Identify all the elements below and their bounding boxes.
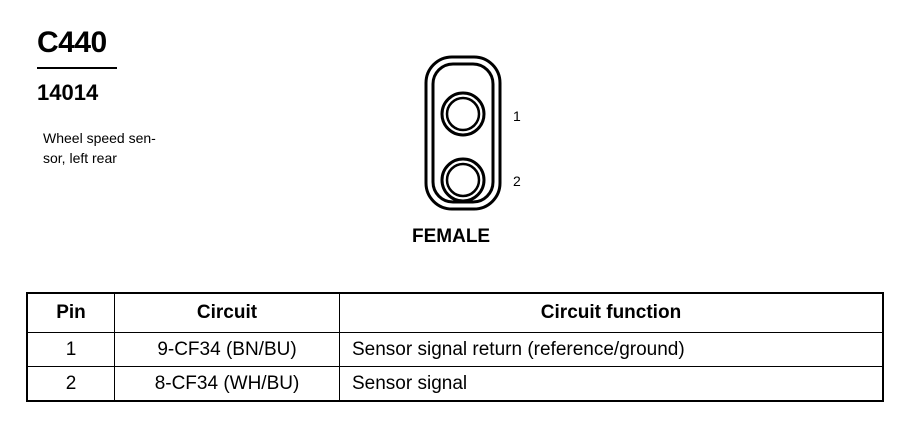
part-number: 14014 [37, 80, 99, 105]
cell-pin: 2 [26, 366, 115, 402]
connector-description: Wheel speed sen- sor, left rear [43, 128, 193, 168]
header-circuit: Circuit [114, 292, 340, 333]
connector-id: C440 [37, 26, 107, 59]
cell-pin: 1 [26, 332, 115, 367]
pin-cavity-1 [440, 91, 486, 137]
connector-id-underline [37, 67, 117, 69]
table-row: 1 9-CF34 (BN/BU) Sensor signal return (r… [26, 332, 884, 367]
cell-circuit-function: Sensor signal [339, 366, 884, 402]
pinout-table: Pin Circuit Circuit function 1 9-CF34 (B… [26, 292, 884, 402]
pin-cavity-2-inner [445, 162, 481, 198]
pin-label-2: 2 [513, 173, 521, 189]
table-header-row: Pin Circuit Circuit function [26, 292, 884, 333]
connector-face-diagram [424, 55, 502, 211]
description-line-1: Wheel speed sen- [43, 130, 156, 146]
description-line-2: sor, left rear [43, 150, 117, 166]
cell-circuit: 9-CF34 (BN/BU) [114, 332, 340, 367]
pin-cavity-2 [440, 157, 486, 203]
connector-gender-label: FEMALE [412, 226, 491, 247]
pin-cavity-1-inner [445, 96, 481, 132]
cell-circuit-function: Sensor signal return (reference/ground) [339, 332, 884, 367]
pin-label-1: 1 [513, 108, 521, 124]
table-row: 2 8-CF34 (WH/BU) Sensor signal [26, 366, 884, 402]
header-circuit-function: Circuit function [339, 292, 884, 333]
cell-circuit: 8-CF34 (WH/BU) [114, 366, 340, 402]
connector-outer-shell [424, 55, 502, 211]
header-pin: Pin [26, 292, 115, 333]
